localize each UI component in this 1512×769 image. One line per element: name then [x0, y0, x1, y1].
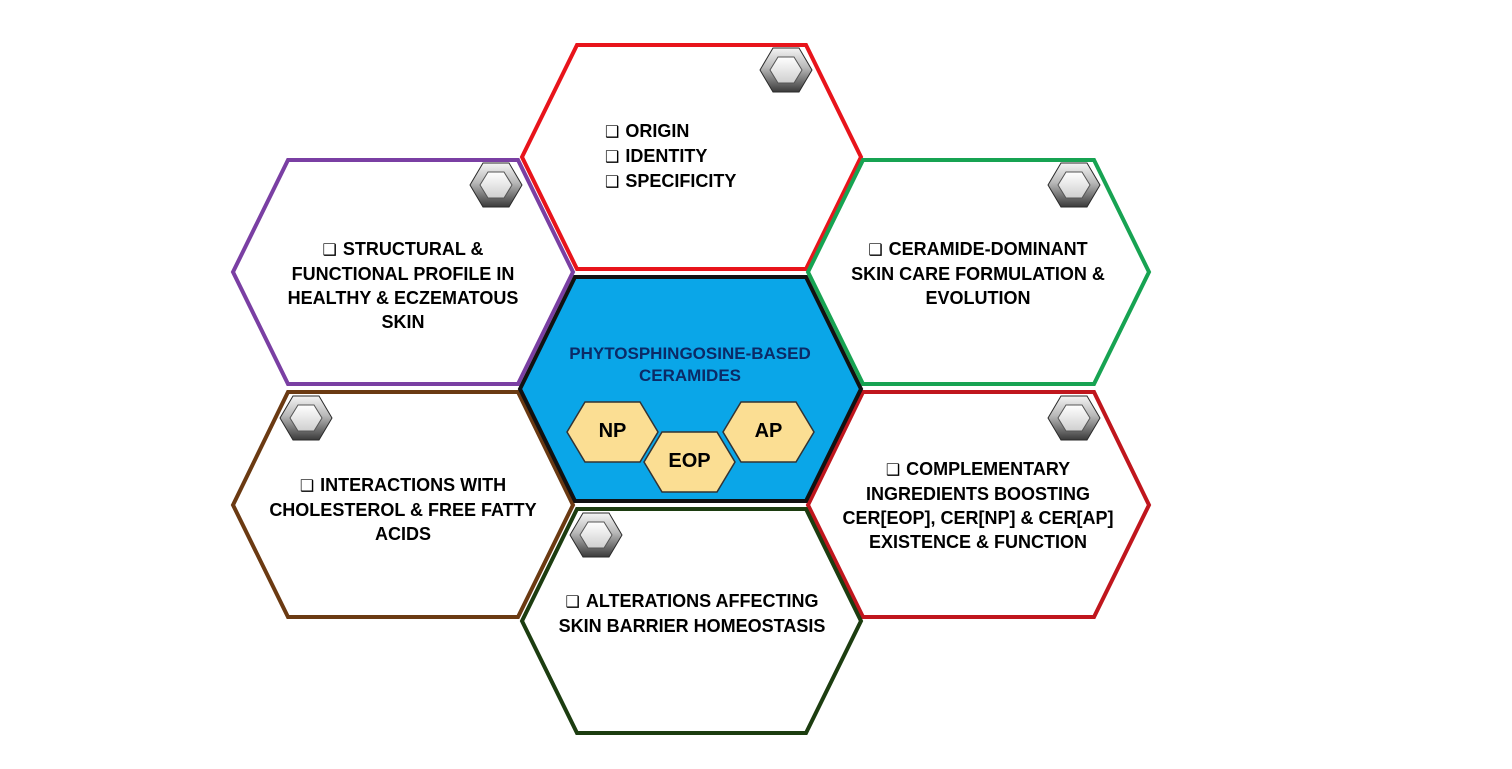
structural-label: ❑STRUCTURAL & FUNCTIONAL PROFILE IN HEAL…	[287, 239, 519, 332]
hexagon-badge-icon	[569, 512, 623, 558]
complementary-label: ❑COMPLEMENTARY INGREDIENTS BOOSTING CER[…	[842, 459, 1114, 552]
checkbox-icon: ❑	[605, 172, 620, 191]
ceramide-eop-label: EOP	[668, 450, 711, 472]
hexagon-origin	[519, 43, 864, 271]
checkbox-icon: ❑	[322, 240, 337, 259]
center-title: PHYTOSPHINGOSINE-BASED CERAMIDES	[569, 344, 811, 385]
ceramide-ap-label: AP	[754, 420, 783, 442]
hexagon-badge-icon	[759, 47, 813, 93]
ceramide-np-label: NP	[598, 420, 627, 442]
hexagon-complementary	[805, 390, 1152, 619]
origin-item: ❑ORIGIN	[605, 121, 690, 141]
hexagon-structural-functional	[230, 158, 576, 386]
mini-hexagon-ap	[722, 401, 815, 463]
hexagon-badge-icon	[279, 395, 333, 441]
checkbox-icon: ❑	[565, 592, 580, 611]
checkbox-icon: ❑	[605, 122, 620, 141]
checkbox-icon: ❑	[605, 147, 620, 166]
mini-hexagon-eop	[643, 431, 736, 493]
hexagon-badge-icon	[1047, 395, 1101, 441]
hexagon-badge-icon	[469, 162, 523, 208]
alterations-label: ❑ALTERATIONS AFFECTING SKIN BARRIER HOME…	[558, 591, 826, 636]
hexagon-alterations	[519, 507, 864, 735]
mini-hexagon-np	[566, 401, 659, 463]
checkbox-icon: ❑	[299, 476, 315, 495]
checkbox-icon: ❑	[868, 240, 883, 259]
hexagon-badge-icon	[1047, 162, 1101, 208]
interactions-label: ❑INTERACTIONS WITH CHOLESTEROL & FREE FA…	[269, 475, 537, 544]
ceramide-dominant-label: ❑CERAMIDE-DOMINANT SKIN CARE FORMULATION…	[851, 239, 1105, 308]
hexagon-ceramide-dominant	[805, 158, 1152, 386]
origin-list: ❑ORIGIN ❑IDENTITY ❑SPECIFICITY	[605, 119, 736, 194]
origin-item: ❑IDENTITY	[605, 146, 708, 166]
hexagon-interactions	[230, 390, 576, 619]
origin-item: ❑SPECIFICITY	[605, 171, 737, 191]
checkbox-icon: ❑	[885, 460, 901, 479]
